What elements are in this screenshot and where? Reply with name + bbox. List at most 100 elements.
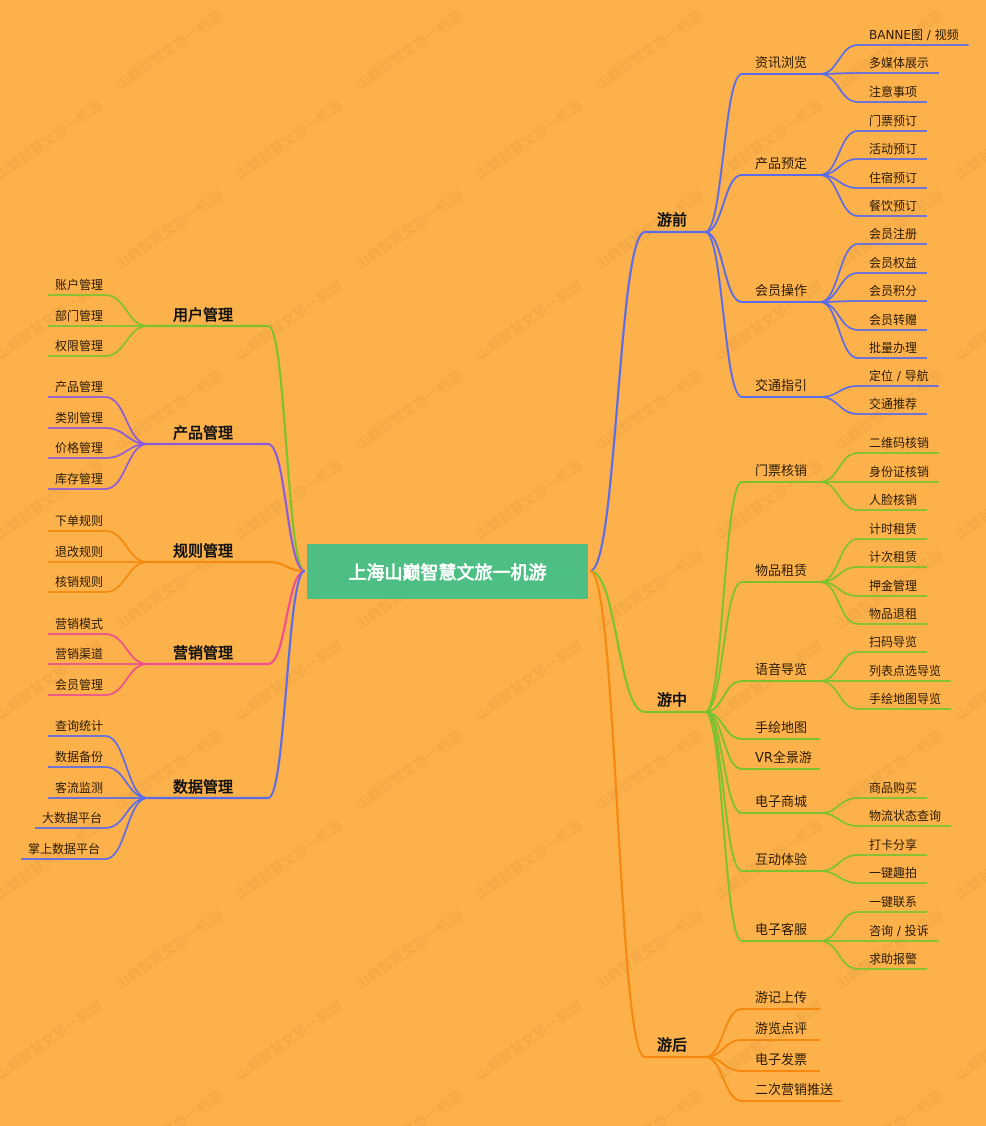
leaf-connector bbox=[819, 130, 928, 176]
watermark-text: 山巅智慧文旅一机游 bbox=[113, 1088, 225, 1126]
leaf-topic[interactable]: 咨询 / 投诉 bbox=[869, 923, 929, 938]
watermark-text: 山巅智慧文旅一机游 bbox=[593, 188, 705, 273]
leaf-topic[interactable]: 营销模式 bbox=[55, 617, 103, 631]
leaf-topic[interactable]: 注意事项 bbox=[869, 84, 917, 99]
feature-connector bbox=[704, 581, 820, 713]
branch-topic[interactable]: 规则管理 bbox=[173, 542, 233, 560]
feature-topic[interactable]: 二次营销推送 bbox=[755, 1082, 833, 1098]
leaf-connector bbox=[48, 427, 149, 445]
leaf-topic[interactable]: 数据备份 bbox=[55, 749, 103, 764]
branch-topic[interactable]: 用户管理 bbox=[173, 306, 233, 324]
leaf-topic[interactable]: 人脸核销 bbox=[869, 493, 917, 507]
feature-topic[interactable]: 电子发票 bbox=[755, 1052, 807, 1068]
watermark-text: 山巅智慧文旅一机游 bbox=[953, 818, 986, 903]
feature-topic[interactable]: 互动体验 bbox=[755, 852, 807, 868]
watermark-text: 山巅智慧文旅一机游 bbox=[833, 908, 945, 993]
leaf-topic[interactable]: 商品购买 bbox=[869, 780, 917, 795]
leaf-topic[interactable]: 扫码导览 bbox=[869, 634, 917, 649]
leaf-topic[interactable]: 客流监测 bbox=[55, 780, 103, 795]
leaf-connector bbox=[819, 797, 928, 814]
leaf-topic[interactable]: 住宿预订 bbox=[869, 170, 917, 185]
watermark-text: 山巅智慧文旅一机游 bbox=[113, 728, 225, 813]
leaf-connector bbox=[48, 735, 149, 799]
leaf-topic[interactable]: 列表点选导览 bbox=[869, 663, 941, 678]
phase-topic[interactable]: 游前 bbox=[657, 211, 687, 229]
feature-topic[interactable]: 电子客服 bbox=[755, 922, 807, 938]
leaf-topic[interactable]: 计时租赁 bbox=[869, 522, 917, 536]
leaf-topic[interactable]: 核销规则 bbox=[55, 574, 103, 589]
feature-topic[interactable]: 会员操作 bbox=[755, 283, 807, 299]
feature-topic[interactable]: 产品预定 bbox=[755, 157, 807, 172]
branch-topic[interactable]: 产品管理 bbox=[173, 424, 233, 442]
leaf-topic[interactable]: 大数据平台 bbox=[42, 810, 102, 825]
leaf-topic[interactable]: 餐饮预订 bbox=[869, 198, 917, 213]
leaf-topic[interactable]: 一键趣拍 bbox=[869, 865, 917, 880]
leaf-topic[interactable]: 下单规则 bbox=[55, 513, 103, 528]
feature-topic[interactable]: 资讯浏览 bbox=[755, 55, 807, 71]
feature-topic[interactable]: 门票核销 bbox=[755, 464, 807, 479]
leaf-topic[interactable]: 会员积分 bbox=[869, 284, 917, 298]
leaf-topic[interactable]: 产品管理 bbox=[55, 379, 103, 394]
leaf-topic[interactable]: 权限管理 bbox=[55, 338, 103, 353]
connector-center-4 bbox=[267, 569, 306, 800]
branch-topic[interactable]: 数据管理 bbox=[173, 778, 233, 796]
leaf-topic[interactable]: 营销渠道 bbox=[55, 647, 103, 661]
leaf-topic[interactable]: 类别管理 bbox=[55, 410, 103, 425]
watermark-text: 山巅智慧文旅一机游 bbox=[233, 98, 345, 183]
leaf-topic[interactable]: 身份证核销 bbox=[869, 464, 929, 479]
watermark-text: 山巅智慧文旅一机游 bbox=[233, 0, 345, 3]
feature-topic[interactable]: 游览点评 bbox=[755, 1021, 807, 1037]
leaf-topic[interactable]: 门票预订 bbox=[869, 113, 917, 128]
leaf-connector bbox=[48, 396, 149, 445]
leaf-topic[interactable]: 退改规则 bbox=[55, 544, 103, 559]
leaf-topic[interactable]: 押金管理 bbox=[869, 578, 917, 593]
leaf-topic[interactable]: 求助报警 bbox=[869, 951, 917, 966]
watermark-text: 山巅智慧文旅一机游 bbox=[593, 8, 705, 93]
connector-center-3 bbox=[267, 569, 306, 666]
leaf-topic[interactable]: 会员权益 bbox=[869, 256, 917, 270]
leaf-topic[interactable]: 查询统计 bbox=[55, 719, 103, 733]
leaf-topic[interactable]: 打卡分享 bbox=[869, 837, 917, 852]
feature-topic[interactable]: 手绘地图 bbox=[755, 721, 807, 736]
branch-topic[interactable]: 营销管理 bbox=[173, 644, 233, 662]
leaf-topic[interactable]: 会员转赠 bbox=[869, 312, 917, 327]
leaf-topic[interactable]: 会员管理 bbox=[55, 677, 103, 692]
feature-connector bbox=[704, 1008, 820, 1058]
feature-topic[interactable]: 电子商城 bbox=[755, 795, 807, 810]
leaf-connector bbox=[819, 272, 928, 303]
leaf-topic[interactable]: 批量办理 bbox=[869, 340, 917, 355]
leaf-topic[interactable]: 手绘地图导览 bbox=[869, 691, 941, 706]
feature-topic[interactable]: VR全景游 bbox=[755, 750, 812, 766]
leaf-topic[interactable]: 掌上数据平台 bbox=[28, 841, 100, 856]
phase-topic[interactable]: 游中 bbox=[657, 691, 687, 709]
leaf-topic[interactable]: 活动预订 bbox=[869, 142, 917, 156]
leaf-topic[interactable]: 物品退租 bbox=[869, 607, 917, 621]
phase-topic[interactable]: 游后 bbox=[657, 1036, 687, 1054]
leaf-topic[interactable]: 部门管理 bbox=[55, 308, 103, 323]
feature-topic[interactable]: 物品租赁 bbox=[755, 564, 807, 579]
leaf-topic[interactable]: BANNE图 / 视频 bbox=[869, 27, 959, 42]
watermark-text: 山巅智慧文旅一机游 bbox=[113, 908, 225, 993]
leaf-topic[interactable]: 多媒体展示 bbox=[869, 56, 929, 70]
leaf-topic[interactable]: 定位 / 导航 bbox=[869, 368, 929, 383]
leaf-topic[interactable]: 价格管理 bbox=[55, 440, 103, 455]
leaf-topic[interactable]: 库存管理 bbox=[55, 471, 103, 486]
watermark-text: 山巅智慧文旅一机游 bbox=[953, 278, 986, 363]
leaf-topic[interactable]: 一键联系 bbox=[869, 895, 917, 909]
connector-layer bbox=[21, 44, 969, 1102]
feature-topic[interactable]: 交通指引 bbox=[755, 378, 807, 394]
feature-connector bbox=[704, 680, 820, 713]
leaf-topic[interactable]: 交通推荐 bbox=[869, 396, 917, 411]
watermark-text: 山巅智慧文旅一机游 bbox=[833, 1088, 945, 1126]
leaf-topic[interactable]: 计次租赁 bbox=[869, 550, 917, 564]
feature-topic[interactable]: 游记上传 bbox=[755, 991, 807, 1006]
feature-topic[interactable]: 语音导览 bbox=[755, 662, 807, 678]
leaf-topic[interactable]: 会员注册 bbox=[869, 226, 917, 241]
leaf-topic[interactable]: 物流状态查询 bbox=[869, 809, 941, 823]
leaf-topic[interactable]: 账户管理 bbox=[55, 277, 103, 292]
leaf-connector bbox=[819, 870, 928, 884]
watermark-text: 山巅智慧文旅一机游 bbox=[593, 1088, 705, 1126]
leaf-topic[interactable]: 二维码核销 bbox=[869, 436, 929, 450]
central-topic[interactable]: 上海山巅智慧文旅一机游 bbox=[307, 544, 588, 599]
connector-center-0 bbox=[266, 324, 307, 573]
